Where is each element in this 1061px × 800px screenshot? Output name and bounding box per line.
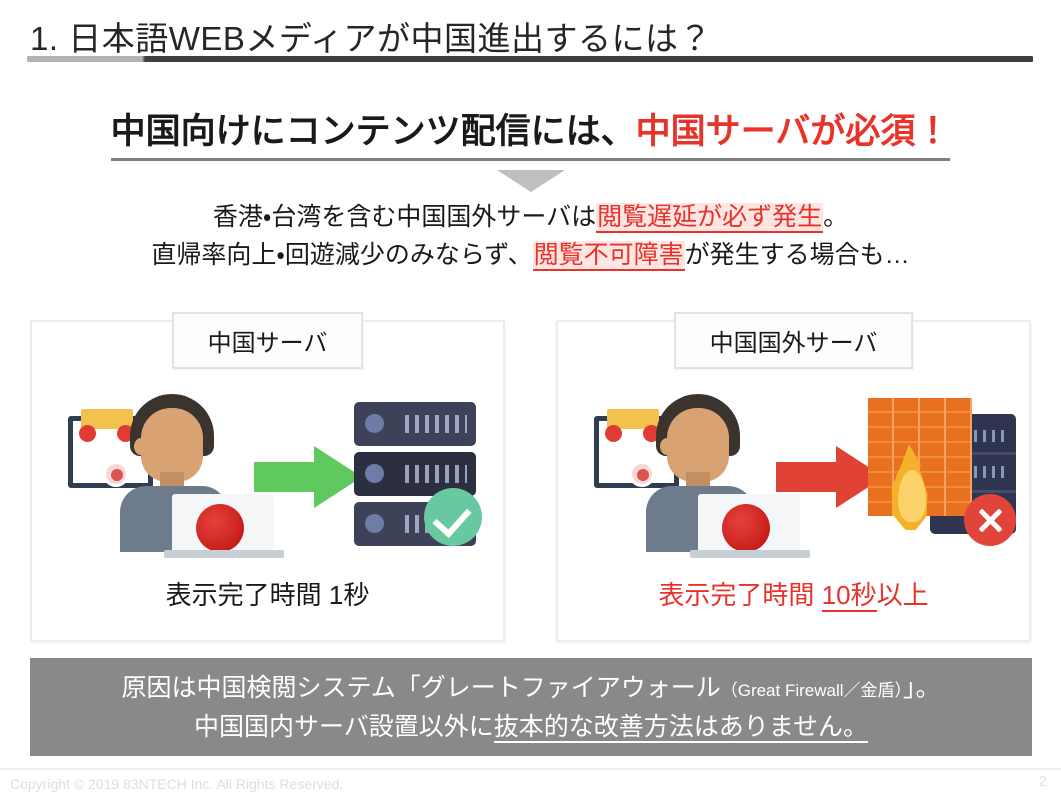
caption-plain: 表示完了時間 (658, 580, 822, 610)
server-separator (930, 452, 1016, 455)
subtext-line2-before: 直帰率向上・回遊減少のみならず、 (151, 241, 533, 269)
card-badge-label: 中国国外サーバ (673, 312, 914, 369)
subtext-line2-after: が発生する場合も… (684, 241, 910, 269)
banner-line-2: 中国国内サーバ設置以外に抜本的な改善方法はありません。 (193, 709, 869, 745)
slide-title-block: 1. 日本語WEBメディアが中国進出するには？ (0, 12, 1061, 60)
banner-line-1: 原因は中国検閲システム「グレートファイアウォール（Great Firewall／… (121, 670, 940, 709)
server-led (365, 464, 384, 483)
page-number: 2 (1038, 773, 1047, 790)
server-bars (405, 415, 467, 433)
arrow-shaft (254, 462, 318, 492)
subtext-line1-before: 香港・台湾を含む中国国外サーバは (212, 203, 597, 231)
subtext-line-1: 香港・台湾を含む中国国外サーバは閲覧遅延が必ず発生。 (0, 198, 1061, 236)
laptop-base (690, 550, 810, 558)
flame-icon (878, 444, 944, 532)
headline-highlight-text: 中国サーバが必須！ (635, 112, 951, 151)
conclusion-banner: 原因は中国検閲システム「グレートファイアウォール（Great Firewall／… (30, 658, 1032, 756)
arrow-right-green-icon (254, 446, 362, 508)
banner-line1-b: 」。 (903, 673, 941, 702)
banner-line1-a: 原因は中国検閲システム「グレートファイアウォール (121, 673, 721, 702)
banner-line2-underlined: 抜本的な改善方法はありません。 (493, 712, 869, 743)
caption-tail: 以上 (876, 580, 929, 610)
copyright-text: Copyright © 2019 83NTECH Inc. All Rights… (10, 776, 344, 792)
firewall-icon (868, 398, 1018, 554)
person-ear (134, 438, 148, 455)
server-unit-1 (354, 402, 476, 446)
subtext-block: 香港・台湾を含む中国国外サーバは閲覧遅延が必ず発生。 直帰率向上・回遊減少のみな… (0, 198, 1061, 274)
caption-underlined: 10秒 (821, 580, 877, 612)
monitor-dot-2 (117, 425, 134, 442)
flame-inner (898, 470, 926, 522)
headline: 中国向けにコンテンツ配信には、中国サーバが必須！ (0, 103, 1061, 161)
subtext-line1-after: 。 (823, 203, 849, 231)
card-overseas-server: 中国国外サーバ (556, 312, 1031, 642)
server-unit-2 (354, 452, 476, 496)
headline-normal-text: 中国向けにコンテンツ配信には、 (110, 112, 636, 151)
arrow-shaft (776, 462, 840, 492)
footer-divider (0, 768, 1061, 770)
card-china-server: 中国サーバ (30, 312, 505, 642)
monitor-dot-3 (103, 461, 129, 487)
monitor-dot-1 (79, 425, 96, 442)
subtext-line1-mark: 閲覧遅延が必ず発生 (596, 203, 824, 233)
person-head (667, 408, 729, 482)
headline-inner: 中国向けにコンテンツ配信には、中国サーバが必須！ (110, 103, 951, 161)
card-figure-china (32, 394, 503, 569)
server-led (365, 514, 384, 533)
title-divider (27, 56, 1033, 62)
monitor-note (607, 409, 659, 429)
comparison-cards: 中国サーバ (0, 312, 1061, 642)
check-circle-icon (424, 488, 482, 546)
banner-line2-a: 中国国内サーバ設置以外に (193, 712, 494, 741)
person-head (141, 408, 203, 482)
china-flag-ball-icon (722, 504, 770, 552)
person-with-laptop-icon (594, 394, 810, 558)
card-caption-china: 表示完了時間 1秒 (165, 580, 370, 610)
server-bars (405, 465, 467, 483)
person-with-laptop-icon (68, 394, 284, 558)
subtext-line2-mark: 閲覧不可障害 (532, 241, 685, 271)
server-led (365, 414, 384, 433)
banner-line1-english: （Great Firewall／金盾） (720, 680, 904, 700)
page-title: 1. 日本語WEBメディアが中国進出するには？ (30, 20, 713, 57)
card-caption-overseas: 表示完了時間 10秒以上 (558, 575, 1029, 612)
server-separator (930, 490, 1016, 493)
card-badge-label: 中国サーバ (171, 312, 364, 369)
subtext-line-2: 直帰率向上・回遊減少のみならず、閲覧不可障害が発生する場合も… (0, 236, 1061, 274)
arrow-down-icon (496, 170, 565, 192)
person-ear (660, 438, 674, 455)
monitor-dot-3 (629, 461, 655, 487)
monitor-dot-2 (643, 425, 660, 442)
card-figure-overseas (558, 394, 1029, 569)
laptop-base (164, 550, 284, 558)
error-x-circle-icon (964, 494, 1016, 546)
monitor-dot-1 (605, 425, 622, 442)
server-stack-icon (354, 402, 482, 552)
monitor-note (81, 409, 133, 429)
china-flag-ball-icon (196, 504, 244, 552)
